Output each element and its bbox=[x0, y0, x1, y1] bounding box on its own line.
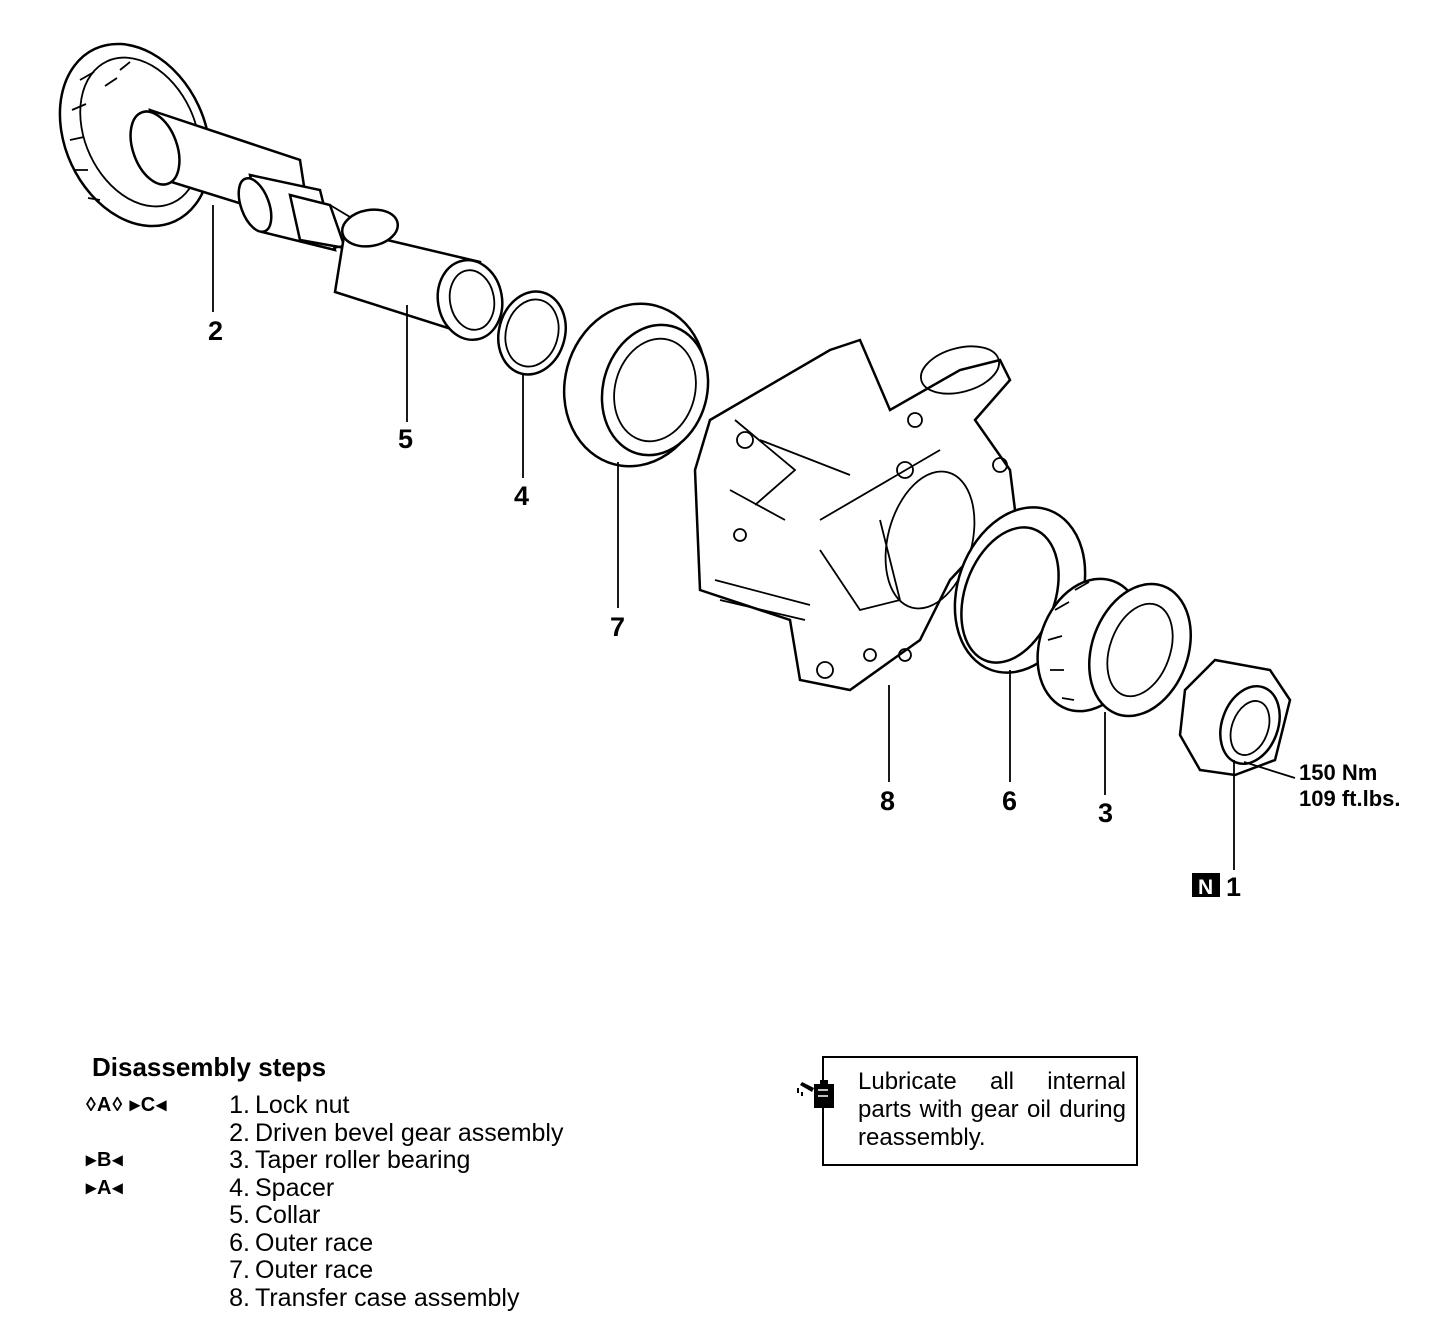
callout-8: 8 bbox=[880, 786, 895, 816]
step-label: Collar bbox=[255, 1201, 321, 1229]
collar-part bbox=[333, 208, 504, 342]
driven-bevel-gear-part bbox=[58, 42, 364, 252]
callout-5: 5 bbox=[398, 424, 413, 454]
list-item: ◊A◊ ▸C◂ 1. Lock nut bbox=[80, 1091, 640, 1120]
list-item: 5. Collar bbox=[80, 1201, 640, 1230]
callout-4: 4 bbox=[514, 481, 529, 511]
callout-6: 6 bbox=[1002, 786, 1017, 816]
step-number: 3. bbox=[229, 1146, 250, 1174]
lock-nut-part bbox=[1178, 658, 1292, 777]
oil-can-icon bbox=[797, 1080, 834, 1108]
list-item: ▸B◂ 3. Taper roller bearing bbox=[80, 1146, 640, 1175]
service-marks: ▸A◂ bbox=[86, 1176, 124, 1199]
step-label: Outer race bbox=[255, 1256, 374, 1284]
new-part-badge bbox=[1192, 873, 1220, 897]
step-label: Lock nut bbox=[255, 1091, 350, 1119]
list-item: ▸A◂ 4. Spacer bbox=[80, 1173, 640, 1203]
torque-imperial: 109 ft.lbs. bbox=[1299, 786, 1400, 811]
callout-1: 1 bbox=[1226, 872, 1241, 902]
step-label: Spacer bbox=[255, 1173, 335, 1202]
callout-3: 3 bbox=[1098, 798, 1113, 828]
leader-lines bbox=[212, 205, 1296, 870]
list-item: 2. Driven bevel gear assembly bbox=[80, 1118, 640, 1148]
disassembly-steps-title: Disassembly steps bbox=[92, 1052, 327, 1082]
service-marks: ◊A◊ ▸C◂ bbox=[86, 1094, 168, 1116]
spacer-part bbox=[497, 290, 567, 376]
step-label: Driven bevel gear assembly bbox=[255, 1118, 564, 1147]
step-number: 7. bbox=[229, 1256, 250, 1284]
step-label: Taper roller bearing bbox=[255, 1146, 471, 1174]
callout-2: 2 bbox=[208, 316, 223, 346]
lubrication-note-text: Lubricate all internal parts with gear o… bbox=[858, 1068, 1126, 1151]
step-label: Outer race bbox=[255, 1228, 374, 1257]
exploded-view-drawing: 2 5 4 7 8 6 3 N 1 150 Nm 109 ft.lbs. bbox=[58, 42, 1400, 902]
list-item: 7. Outer race bbox=[80, 1256, 640, 1285]
torque-metric: 150 Nm bbox=[1299, 760, 1377, 785]
step-number: 4. bbox=[229, 1173, 250, 1202]
transfer-case-part bbox=[693, 338, 1017, 692]
disassembly-steps-list: ◊A◊ ▸C◂ 1. Lock nut 2. Driven bevel gear… bbox=[80, 1091, 640, 1313]
step-number: 8. bbox=[229, 1283, 250, 1312]
callout-7: 7 bbox=[610, 612, 625, 642]
service-marks: ▸B◂ bbox=[86, 1149, 124, 1171]
step-number: 2. bbox=[229, 1118, 250, 1147]
new-part-badge-letter: N bbox=[1198, 876, 1213, 899]
outer-race-7-part bbox=[562, 302, 710, 468]
step-number: 6. bbox=[229, 1228, 250, 1257]
taper-roller-bearing-part bbox=[1036, 577, 1192, 718]
step-label: Transfer case assembly bbox=[255, 1283, 520, 1312]
list-item: 6. Outer race bbox=[80, 1228, 640, 1258]
lubrication-note-box: Lubricate all internal parts with gear o… bbox=[822, 1056, 1138, 1166]
list-item: 8. Transfer case assembly bbox=[80, 1283, 640, 1313]
step-number: 5. bbox=[229, 1201, 250, 1229]
step-number: 1. bbox=[229, 1091, 250, 1119]
